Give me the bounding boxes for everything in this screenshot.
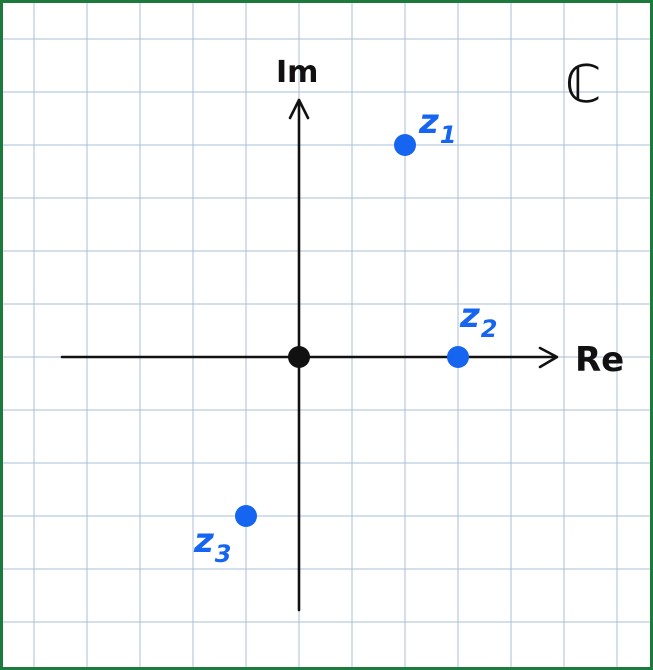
point-z3 bbox=[235, 505, 257, 527]
imaginary-axis-arrowhead bbox=[288, 98, 310, 120]
imaginary-axis-label: Im bbox=[276, 55, 318, 90]
point-z2 bbox=[447, 346, 469, 368]
real-axis: Re bbox=[60, 340, 624, 380]
imaginary-axis: Im bbox=[276, 55, 318, 612]
point-label-z3: z3 bbox=[193, 521, 232, 568]
origin-point bbox=[288, 346, 310, 368]
real-axis-label: Re bbox=[575, 340, 624, 380]
complex-numbers-symbol: ℂ bbox=[565, 55, 601, 115]
point-label-z1: z1 bbox=[418, 102, 457, 149]
real-axis-arrowhead bbox=[538, 346, 559, 369]
point-z1 bbox=[394, 134, 416, 156]
point-label-z2: z2 bbox=[459, 296, 498, 343]
complex-points: z1 z2 z3 bbox=[193, 102, 498, 568]
